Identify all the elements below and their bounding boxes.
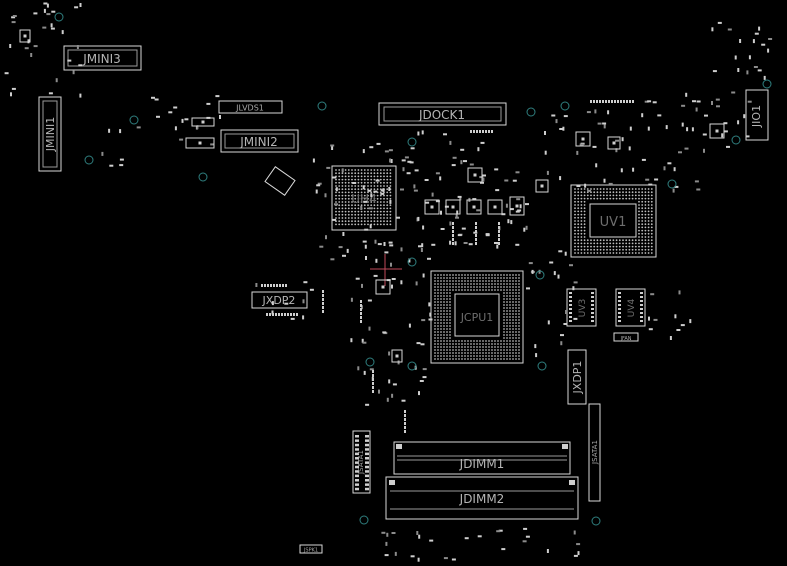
jio1-label: JIO1	[750, 105, 763, 128]
jlvds1-label: JLVDS1	[235, 104, 264, 113]
jcpu1-socket[interactable]: JCPU1	[430, 270, 524, 364]
jsata-side-connector[interactable]: JSATA1	[352, 430, 371, 494]
jmini2-label: JMINI2	[239, 135, 278, 149]
uv4-label: UV4	[627, 298, 637, 317]
uv3-chip[interactable]: UV3	[566, 288, 597, 327]
rotated-chip-near-uh4	[264, 166, 296, 196]
jxdp1-connector[interactable]: JXDP1	[567, 349, 587, 405]
jdimm1-label: JDIMM1	[459, 457, 505, 471]
mounting-vias	[54, 12, 772, 526]
uv1-label: UV1	[600, 215, 627, 230]
jxdp2-connector[interactable]: JXDP2	[251, 291, 308, 309]
uv3-label: UV3	[578, 299, 588, 317]
jdimm1-slot[interactable]: JDIMM1	[393, 441, 571, 475]
jxdp1-label: JXDP1	[571, 361, 584, 395]
uv1-ball-grid	[574, 188, 653, 254]
jspk1-label: JSPK1	[303, 548, 318, 554]
jsata1-label: JSATA1	[591, 440, 599, 465]
jcpu1-ball-grid	[434, 274, 520, 360]
jio1-connector[interactable]: JIO1	[745, 89, 769, 141]
jmini3-label: JMINI3	[82, 52, 121, 66]
jlvds1-connector[interactable]: JLVDS1	[218, 100, 283, 114]
jfan-connector[interactable]: JFAN	[613, 332, 639, 342]
jfan-label: JFAN	[619, 336, 631, 342]
jmini1-label: JMINI1	[44, 117, 57, 152]
jcpu1-label: JCPU1	[460, 311, 494, 324]
jmini1-connector[interactable]: JMINI1	[38, 96, 62, 172]
jxdp2-label: JXDP2	[262, 294, 296, 307]
jmini2-connector[interactable]: JMINI2	[220, 129, 299, 153]
jmini3-connector[interactable]: JMINI3	[63, 45, 142, 71]
uv1-chip[interactable]: UV1	[570, 184, 657, 258]
uh4-chip[interactable]: UH4	[331, 165, 397, 231]
uv4-chip[interactable]: UV4	[615, 288, 646, 327]
jspk1-connector[interactable]: JSPK1	[299, 544, 323, 554]
uh4-label: UH4	[351, 192, 376, 206]
jdock1-label: JDOCK1	[418, 108, 465, 122]
passive-components	[4, 2, 773, 562]
jdimm2-label: JDIMM2	[459, 492, 505, 506]
jsata-side-label: JSATA1	[357, 450, 365, 475]
jdock1-connector[interactable]: JDOCK1	[378, 102, 507, 126]
crosshair-marker	[370, 254, 402, 286]
jdimm2-slot[interactable]: JDIMM2	[385, 476, 579, 520]
jsata1-connector[interactable]: JSATA1	[588, 403, 601, 502]
